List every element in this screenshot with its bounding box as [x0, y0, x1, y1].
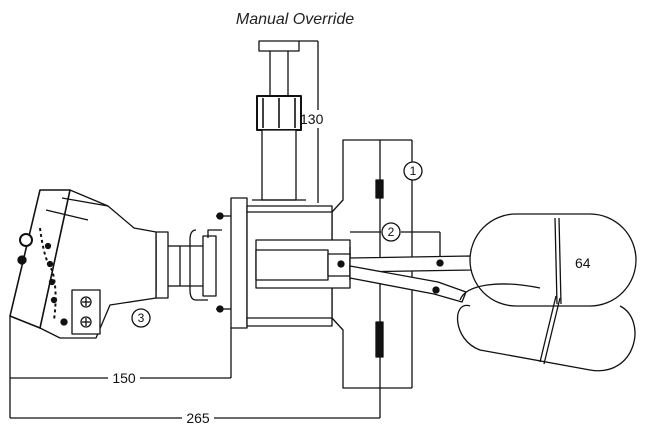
- callout-1: [403, 161, 423, 181]
- callout-2-label: 2: [388, 225, 395, 239]
- float-diameter-label: 64: [575, 255, 591, 271]
- override-height-dimension: 130: [299, 40, 324, 203]
- manual-override-stem: [252, 40, 306, 201]
- override-height-label: 130: [300, 111, 324, 127]
- float-lower: [457, 283, 636, 372]
- switch-body: [216, 197, 351, 329]
- overall-length-dimension: 265: [10, 388, 381, 426]
- diagram-title: Manual Override: [236, 11, 354, 28]
- terminal-head: 3: [9, 189, 157, 339]
- head-length-label: 150: [112, 370, 136, 386]
- extension-neck: [145, 229, 222, 301]
- callout-1-label: 1: [410, 164, 417, 178]
- float-upper: [469, 213, 637, 307]
- float-arms: [349, 255, 473, 303]
- head-length-dimension: 150: [9, 316, 232, 418]
- overall-length-label: 265: [186, 410, 210, 426]
- callout-3: [131, 308, 151, 328]
- float-diameter-dimension: 64: [575, 255, 591, 271]
- callout-3-label: 3: [138, 311, 145, 325]
